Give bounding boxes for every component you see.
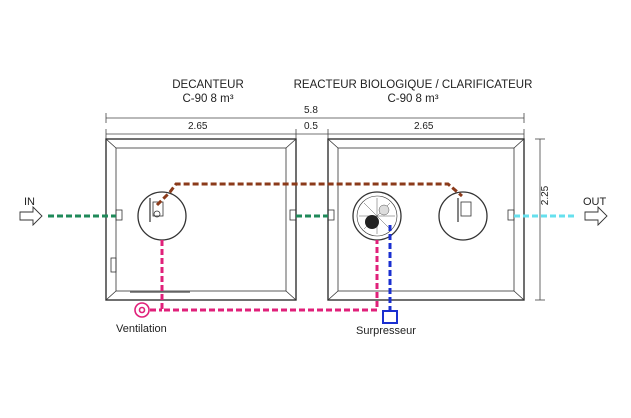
dimension-lines	[105, 113, 545, 301]
ventilation-vent-icon	[134, 302, 150, 318]
inlet-arrow-icon	[19, 205, 43, 227]
dim-gap: 0.5	[304, 121, 318, 132]
decanteur-name: DECANTEUR	[172, 79, 244, 91]
inlet-label: IN	[24, 196, 35, 208]
decanteur-tank	[105, 138, 297, 301]
outlet-label: OUT	[583, 196, 607, 208]
ventilation-label: Ventilation	[116, 323, 167, 335]
surpresseur-blower-icon	[382, 310, 398, 324]
ventilation-pipe	[150, 240, 379, 312]
reacteur-model: C-90 8 m³	[387, 93, 439, 105]
surpresseur-label: Surpresseur	[356, 325, 416, 337]
reacteur-tank	[289, 138, 525, 301]
dim-total-length: 5.8	[304, 105, 318, 116]
reacteur-title: REACTEUR BIOLOGIQUE / CLARIFICATEUR C-90…	[286, 78, 540, 106]
outlet-tee-icon	[457, 198, 472, 222]
dim-tank1-length: 2.65	[188, 121, 208, 132]
decanteur-title: DECANTEUR C-90 8 m³	[170, 78, 246, 106]
dim-width: 2.25	[540, 185, 552, 206]
recirculation-pipe	[155, 182, 463, 207]
dim-tank2-length: 2.65	[414, 121, 434, 132]
aerator-disc-icon	[359, 198, 395, 234]
outlet-arrow-icon	[584, 205, 608, 227]
decanteur-model: C-90 8 m³	[182, 93, 234, 105]
reacteur-name: REACTEUR BIOLOGIQUE / CLARIFICATEUR	[293, 79, 533, 91]
